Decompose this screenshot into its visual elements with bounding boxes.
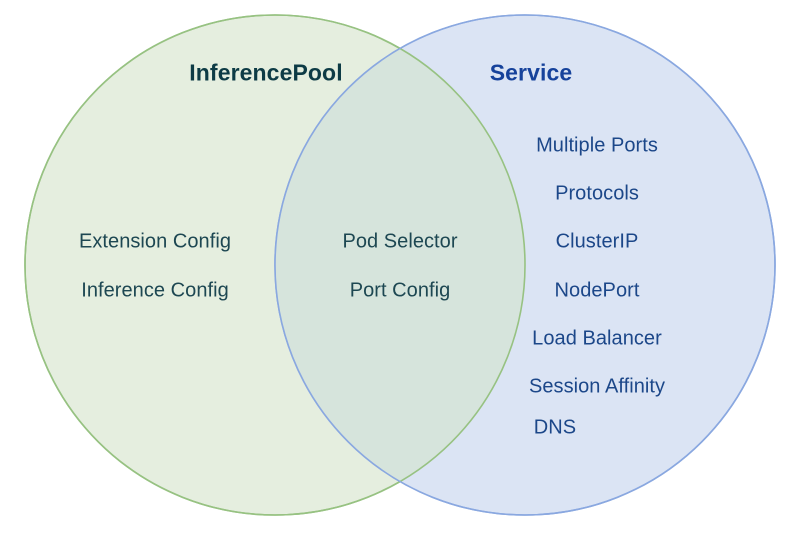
left-set-outline [24, 14, 526, 516]
intersection-item: Pod Selector [342, 230, 458, 253]
right-set-item: ClusterIP [555, 230, 639, 253]
right-set-outline [274, 14, 776, 516]
left-set-title: InferencePool [189, 59, 343, 86]
left-set-item: Extension Config [78, 230, 232, 253]
right-set-item: Multiple Ports [536, 134, 658, 157]
left-set-item: Inference Config [81, 279, 229, 302]
intersection-region[interactable] [275, 15, 775, 515]
right-set-item: Load Balancer [532, 327, 662, 350]
intersection-item: Port Config [349, 279, 451, 302]
right-set-item: Session Affinity [528, 375, 666, 398]
right-set-item: DNS [533, 416, 577, 439]
right-set-title: Service [489, 59, 573, 86]
right-set-item: NodePort [554, 279, 640, 302]
right-set-item: Protocols [555, 182, 639, 205]
